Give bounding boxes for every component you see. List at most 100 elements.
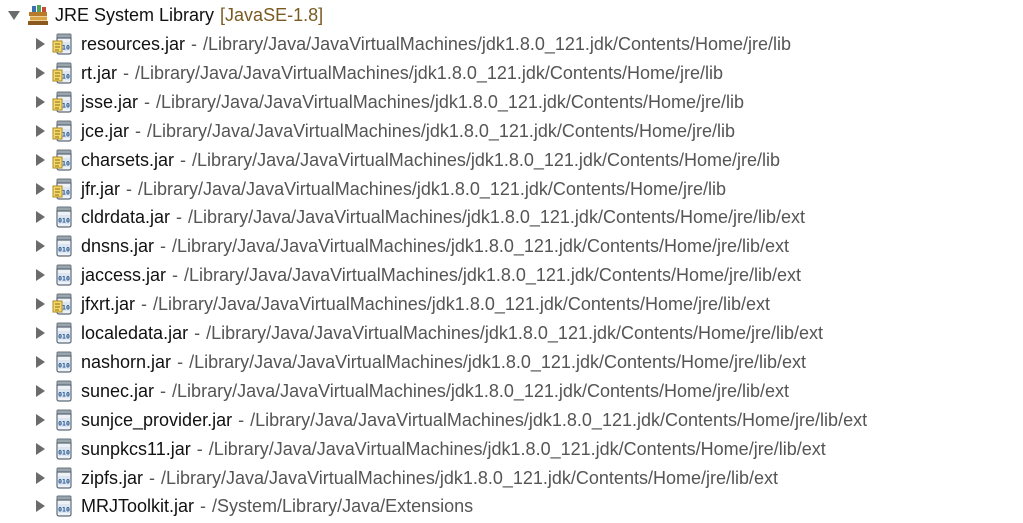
expand-arrow-right-icon[interactable] (32, 470, 48, 486)
expand-arrow-right-icon[interactable] (32, 412, 48, 428)
path-separator: - (176, 206, 183, 227)
jar-binary-icon: 010 (52, 234, 76, 258)
path-separator: - (160, 380, 167, 401)
path-separator: - (149, 467, 156, 488)
expand-arrow-right-icon[interactable] (32, 209, 48, 225)
jar-path: /Library/Java/JavaVirtualMachines/jdk1.8… (188, 206, 806, 227)
jar-path: /Library/Java/JavaVirtualMachines/jdk1.8… (156, 91, 744, 112)
expand-arrow-right-icon[interactable] (32, 36, 48, 52)
expand-arrow-right-icon[interactable] (32, 152, 48, 168)
tree-node-jre-system-library[interactable]: JRE System Library [JavaSE-1.8] (6, 1, 323, 29)
jar-name: jaccess.jar (81, 264, 167, 285)
expand-arrow-right-icon[interactable] (32, 498, 48, 514)
path-separator: - (191, 33, 198, 54)
path-separator: - (238, 409, 245, 430)
jar-name: jsse.jar (81, 91, 139, 112)
jar-path: /System/Library/Java/Extensions (212, 495, 474, 516)
jar-name: resources.jar (81, 33, 186, 54)
expand-arrow-right-icon[interactable] (32, 123, 48, 139)
tree-node-jar[interactable]: 010 sunjce_provider.jar-/Library/Java/Jav… (32, 406, 867, 434)
jar-binary-icon: 010 (52, 408, 76, 432)
jar-name: sunpkcs11.jar (81, 438, 191, 459)
svg-text:010: 010 (58, 102, 70, 110)
jar-binary-icon: 010 (52, 494, 76, 518)
jar-source-icon: 010 (52, 32, 76, 56)
jar-source-icon: 010 (52, 292, 76, 316)
expand-arrow-down-icon[interactable] (6, 7, 22, 23)
jar-path: /Library/Java/JavaVirtualMachines/jdk1.8… (250, 409, 868, 430)
path-separator: - (172, 264, 179, 285)
jar-path: /Library/Java/JavaVirtualMachines/jdk1.8… (161, 467, 778, 488)
expand-arrow-right-icon[interactable] (32, 354, 48, 370)
expand-arrow-right-icon[interactable] (32, 267, 48, 283)
expand-arrow-right-icon[interactable] (32, 441, 48, 457)
library-books-icon (26, 3, 50, 27)
library-qualifier: [JavaSE-1.8] (220, 4, 324, 25)
jar-name: cldrdata.jar (81, 206, 171, 227)
jar-path: /Library/Java/JavaVirtualMachines/jdk1.8… (172, 380, 790, 401)
path-separator: - (160, 235, 167, 256)
jar-name: sunjce_provider.jar (81, 409, 233, 430)
svg-text:010: 010 (58, 478, 70, 486)
path-separator: - (180, 149, 187, 170)
path-separator: - (196, 438, 203, 459)
svg-text:010: 010 (58, 217, 70, 225)
tree-node-jar[interactable]: 010 cldrdata.jar-/Library/Java/JavaVirtua… (32, 203, 805, 231)
jar-source-icon: 010 (52, 177, 76, 201)
jar-path: /Library/Java/JavaVirtualMachines/jdk1.8… (172, 235, 790, 256)
jar-name: dnsns.jar (81, 235, 155, 256)
jar-binary-icon: 010 (52, 263, 76, 287)
jar-binary-icon: 010 (52, 205, 76, 229)
path-separator: - (177, 351, 184, 372)
expand-arrow-right-icon[interactable] (32, 325, 48, 341)
jar-binary-icon: 010 (52, 437, 76, 461)
svg-text:010: 010 (58, 160, 70, 168)
expand-arrow-right-icon[interactable] (32, 65, 48, 81)
library-label: JRE System Library (55, 4, 215, 25)
jar-source-icon: 010 (52, 119, 76, 143)
svg-text:010: 010 (58, 333, 70, 341)
svg-text:010: 010 (58, 73, 70, 81)
jar-name: nashorn.jar (81, 351, 172, 372)
jar-name: localedata.jar (81, 322, 189, 343)
jar-name: rt.jar (81, 62, 117, 83)
jar-binary-icon: 010 (52, 466, 76, 490)
jar-name: sunec.jar (81, 380, 155, 401)
expand-arrow-right-icon[interactable] (32, 238, 48, 254)
path-separator: - (200, 495, 207, 516)
tree-node-jar[interactable]: 010 dnsns.jar-/Library/Java/JavaVirtualMa… (32, 232, 789, 260)
svg-text:010: 010 (58, 449, 70, 457)
tree-node-jar[interactable]: 010 sunec.jar-/Library/Java/JavaVirtualMa… (32, 377, 789, 405)
jar-path: /Library/Java/JavaVirtualMachines/jdk1.8… (135, 62, 723, 83)
jar-binary-icon: 010 (52, 379, 76, 403)
svg-text:010: 010 (58, 420, 70, 428)
path-separator: - (144, 91, 151, 112)
expand-arrow-right-icon[interactable] (32, 181, 48, 197)
jar-binary-icon: 010 (52, 350, 76, 374)
path-separator: - (194, 322, 201, 343)
expand-arrow-right-icon[interactable] (32, 383, 48, 399)
tree-node-jar[interactable]: 010 jsse.jar-/Library/Java/JavaVirtualMac… (32, 88, 744, 116)
svg-text:010: 010 (58, 362, 70, 370)
expand-arrow-right-icon[interactable] (32, 94, 48, 110)
path-separator: - (126, 178, 133, 199)
svg-text:010: 010 (58, 246, 70, 254)
svg-text:010: 010 (58, 304, 70, 312)
jar-name: jfr.jar (81, 178, 121, 199)
svg-text:010: 010 (58, 131, 70, 139)
svg-text:010: 010 (58, 391, 70, 399)
expand-arrow-right-icon[interactable] (32, 296, 48, 312)
